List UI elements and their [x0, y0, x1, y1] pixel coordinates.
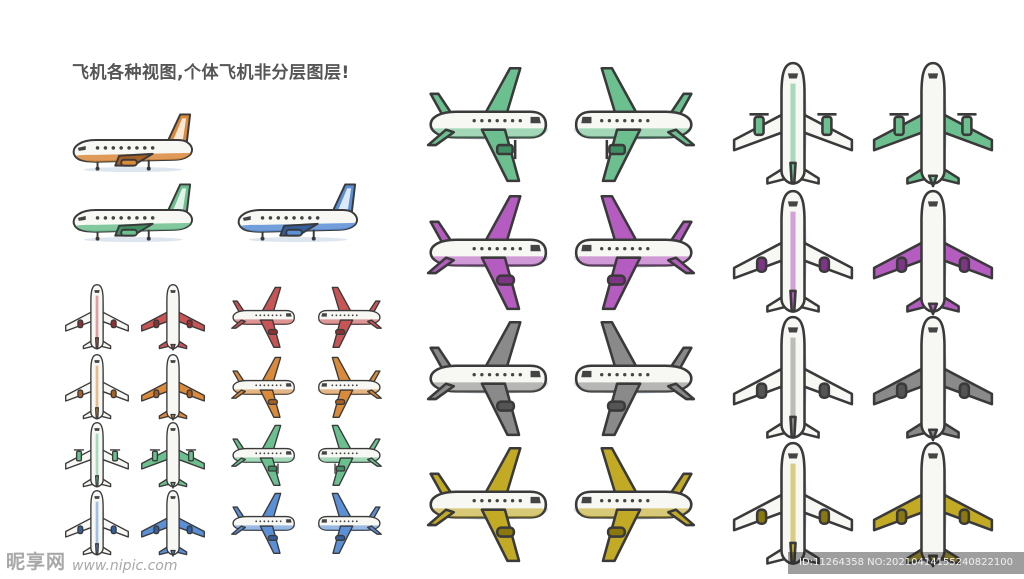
airliner-top-icon — [732, 441, 854, 565]
airliner-bottom-icon — [872, 189, 994, 316]
airliner-angled-icon — [231, 492, 296, 554]
prop-plane-angled-icon — [317, 424, 382, 486]
prop-plane-top-icon — [65, 422, 129, 488]
watermark-id: ID:11264358 NO:20210414155240822100 — [788, 552, 1024, 574]
airliner-side-icon — [237, 183, 359, 243]
watermark-site: www.nipic.com — [72, 558, 178, 574]
airliner-angled-icon — [231, 356, 296, 418]
airliner-angled-icon — [426, 446, 549, 563]
prop-plane-bottom-icon — [141, 422, 205, 489]
prop-plane-angled-icon — [231, 424, 296, 486]
airliner-bottom-icon — [141, 284, 205, 351]
airliner-angled-icon — [317, 286, 382, 348]
airliner-top-icon — [65, 284, 129, 350]
airliner-angled-icon — [573, 446, 696, 563]
airliner-top-icon — [65, 354, 129, 420]
watermark-logo-text: 昵享网 — [6, 551, 67, 573]
airliner-angled-icon — [317, 492, 382, 554]
airliner-angled-icon — [573, 194, 696, 311]
airliner-angled-icon — [231, 286, 296, 348]
airliner-side-icon — [72, 113, 194, 173]
airliner-bottom-icon — [872, 441, 994, 568]
airliner-side-icon — [72, 183, 194, 243]
airliner-angled-icon — [426, 320, 549, 437]
airliner-bottom-icon — [141, 354, 205, 421]
prop-plane-top-icon — [732, 61, 854, 185]
prop-plane-angled-icon — [573, 66, 696, 183]
airliner-bottom-icon — [872, 315, 994, 442]
airliner-angled-icon — [317, 356, 382, 418]
prop-plane-angled-icon — [426, 66, 549, 183]
airliner-top-icon — [65, 490, 129, 556]
page-title: 飞机各种视图,个体飞机非分层图层! — [72, 63, 350, 83]
airliner-top-icon — [732, 315, 854, 439]
airliner-angled-icon — [573, 320, 696, 437]
airliner-bottom-icon — [141, 490, 205, 557]
watermark-logo: 昵享网 www.nipic.com — [6, 548, 178, 574]
prop-plane-bottom-icon — [872, 61, 994, 188]
airliner-angled-icon — [426, 194, 549, 311]
airliner-top-icon — [732, 189, 854, 313]
